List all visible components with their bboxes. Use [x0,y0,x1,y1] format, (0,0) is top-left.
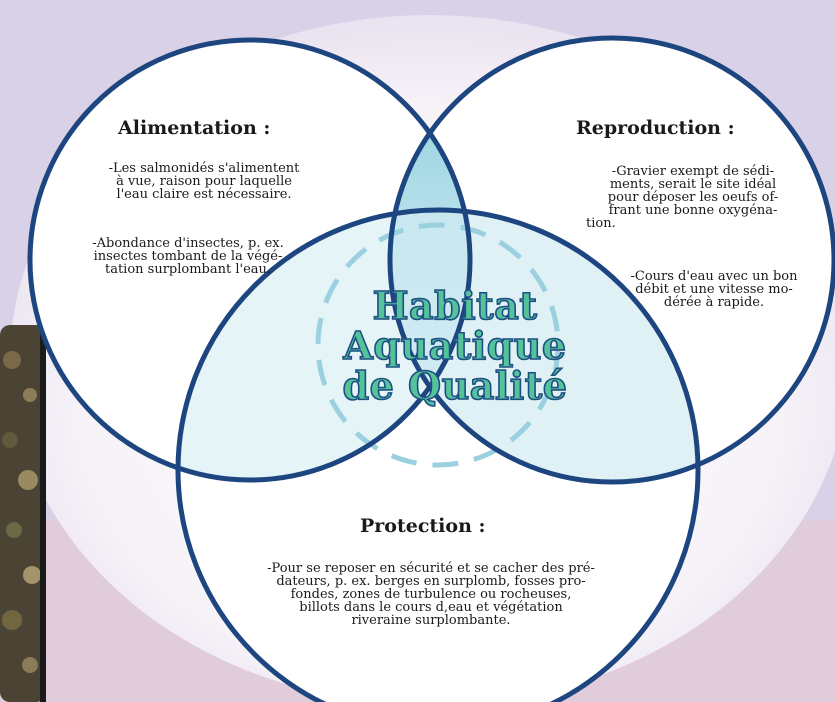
center-title-line-2: Aquatique [343,323,567,368]
circle-alimentation-outline [27,37,473,483]
alimentation-p2-line: insectes tombant de la végé- [93,249,283,264]
reproduction-p1-line: tion. [586,216,616,231]
protection-heading: Protection : [360,515,486,537]
reproduction-p2-line: débit et une vitesse mo- [635,282,793,297]
alimentation-paragraph-1: -Les salmonidés s'alimentent à vue, rais… [74,162,334,201]
reproduction-p1-line: -Gravier exempt de sédi- [611,164,775,179]
alimentation-p1-line: -Les salmonidés s'alimentent [108,161,300,176]
reproduction-p1-line: frant une bonne oxygéna- [608,203,778,218]
alimentation-p1-line: à vue, raison pour laquelle [116,174,292,189]
alimentation-heading: Alimentation : [118,117,271,139]
circle-reproduction-outline [387,35,835,485]
alimentation-p2-line: tation surplombant l'eau. [104,262,272,277]
reproduction-p1-line: pour déposer les oeufs of- [607,190,779,205]
reproduction-paragraph-2: -Cours d'eau avec un bon débit et une vi… [606,270,822,309]
reproduction-p2-line: dérée à rapide. [663,295,765,310]
protection-p1-line: dateurs, p. ex. berges en surplomb, foss… [276,574,586,589]
protection-p1-line: -Pour se reposer en sécurité et se cache… [267,561,595,576]
center-title-line-1: Habitat [372,283,538,328]
alimentation-paragraph-2: -Abondance d'insectes, p. ex. insectes t… [58,237,318,276]
protection-paragraph-1: -Pour se reposer en sécurité et se cache… [216,562,646,627]
protection-p1-line: fondes, zones de turbulence ou rocheuses… [290,587,572,602]
river-photo [0,325,46,702]
dashed-ring [315,222,561,468]
reproduction-p2-line: -Cours d'eau avec un bon [630,269,798,284]
protection-p1-line: billots dans le cours d,eau et végétatio… [299,600,563,615]
protection-p1-line: riveraine surplombante. [351,613,511,628]
reproduction-paragraph-1: -Gravier exempt de sédi- ments, serait l… [568,165,818,230]
reproduction-p1-line: ments, serait le site idéal [609,177,777,192]
center-title-line-3: de Qualité [342,363,568,408]
alimentation-p2-line: -Abondance d'insectes, p. ex. [92,236,284,251]
alimentation-p1-line: l'eau claire est nécessaire. [116,187,292,202]
reproduction-heading: Reproduction : [576,117,735,139]
circle-protection-outline [175,207,701,702]
center-title: Habitat Aquatique de Qualité [300,283,610,408]
